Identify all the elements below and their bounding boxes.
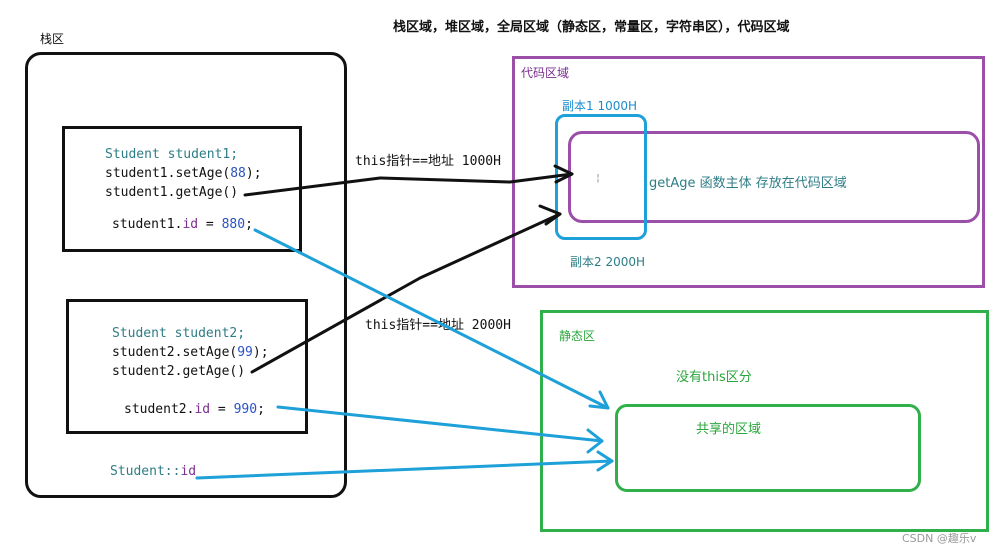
student1-id-field: id (182, 217, 199, 232)
copy2-label: 副本2 2000H (570, 255, 646, 269)
arrow-id-1-head (588, 390, 610, 410)
copy1-label: 副本1 1000H (562, 99, 638, 113)
function-body-box (568, 131, 980, 223)
function-body-text: getAge 函数主体 存放在代码区域 (649, 176, 847, 191)
student2-declaration: Student student2; (112, 326, 246, 341)
this-pointer-label-2: this指针==地址 2000H (365, 318, 511, 333)
student1-setage-end: ); (245, 166, 262, 181)
static-area (540, 310, 989, 532)
static-member-class: Student:: (110, 464, 181, 479)
shared-region-label: 共享的区域 (696, 422, 762, 437)
diagram-title: 栈区域，堆区域，全局区域（静态区，常量区，字符串区），代码区域 (393, 20, 790, 35)
student2-setage-text: student2.setAge( (112, 345, 238, 360)
code-area (512, 56, 985, 288)
stack-label: 栈区 (40, 32, 65, 46)
arrow-static-id-head (596, 450, 614, 472)
student2-setage-end: ); (252, 345, 269, 360)
student2-id-assign: student2.id = 990; (124, 402, 265, 417)
arrow-id-1 (253, 228, 610, 410)
static-member-field: id (180, 464, 197, 479)
student2-setage: student2.setAge(99); (112, 345, 269, 360)
arrow-getage-2-head (538, 204, 562, 226)
arrow-getage-1 (243, 172, 574, 197)
student2-id-object: student2. (124, 402, 195, 417)
student1-id-end: ; (245, 217, 253, 232)
arrow-id-2 (276, 405, 604, 443)
watermark: CSDN @趣乐v (902, 532, 977, 545)
no-this-label: 没有this区分 (676, 370, 752, 385)
code-area-label: 代码区域 (521, 66, 570, 80)
student2-box (66, 299, 308, 434)
arrow-getage-1-head (553, 164, 574, 184)
student2-id-field: id (194, 402, 211, 417)
student1-setage-arg: 88 (230, 166, 246, 181)
student1-id-object: student1. (112, 217, 183, 232)
student2-getage: student2.getAge() (112, 364, 246, 379)
shared-region-box (615, 404, 921, 492)
student1-declaration: Student student1; (105, 147, 239, 162)
arrow-getage-2 (250, 212, 562, 374)
student2-setage-arg: 99 (237, 345, 253, 360)
student2-id-value: 990 (233, 402, 258, 417)
student1-setage: student1.setAge(88); (105, 166, 262, 181)
student1-id-assign: student1.id = 880; (112, 217, 253, 232)
student2-id-end: ; (257, 402, 265, 417)
student1-setage-text: student1.setAge( (105, 166, 231, 181)
static-member-ref: Student::id (110, 464, 196, 479)
student2-id-equals: = (210, 402, 234, 417)
student1-id-equals: = (198, 217, 222, 232)
static-area-label: 静态区 (559, 329, 596, 343)
arrow-id-2-head (586, 428, 604, 454)
student1-id-value: 880 (221, 217, 246, 232)
arrow-static-id (195, 459, 614, 480)
text-cursor: ¦ (595, 173, 602, 184)
this-pointer-label-1: this指针==地址 1000H (355, 154, 501, 169)
student1-getage: student1.getAge() (105, 185, 239, 200)
